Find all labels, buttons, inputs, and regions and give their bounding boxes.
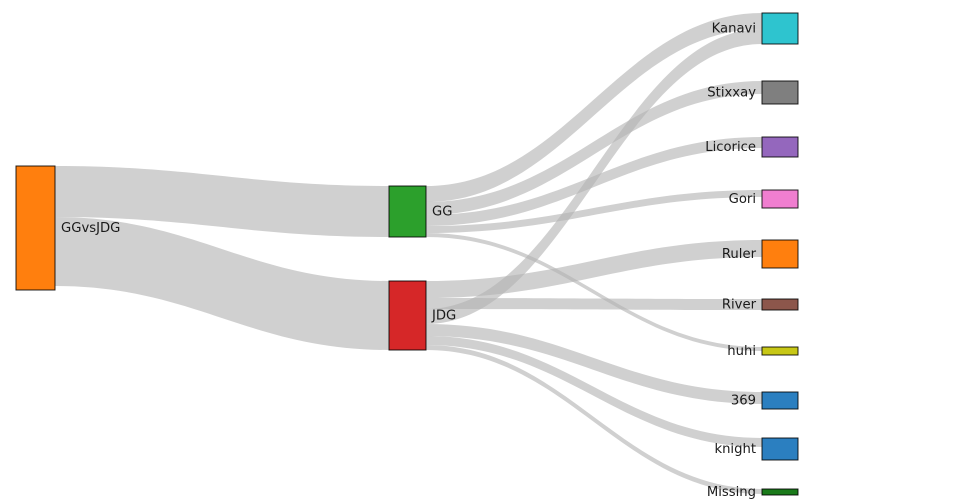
sankey-node-River[interactable] — [761, 298, 799, 311]
sankey-link-GG-to-huhi[interactable] — [426, 233, 762, 351]
sankey-link-JDG-to-369[interactable] — [426, 324, 762, 404]
sankey-links-group — [55, 13, 762, 494]
sankey-node-huhi[interactable] — [761, 346, 799, 356]
sankey-link-JDG-to-knight[interactable] — [426, 336, 762, 447]
sankey-node-Kanavi[interactable] — [761, 12, 799, 45]
sankey-link-GGvsJDG-to-GG[interactable] — [55, 166, 389, 237]
sankey-node-knight[interactable] — [761, 437, 799, 461]
sankey-node-label-Licorice: Licorice — [705, 140, 756, 155]
sankey-labels-group: GGvsJDG GG JDG KanaviStixxayLicoriceGoriRul… — [61, 22, 757, 500]
sankey-node-label-huhi: huhi — [727, 344, 756, 359]
sankey-node-label-369: 369 — [731, 394, 756, 409]
sankey-node-label-GG: GG — [432, 205, 452, 220]
sankey-node-GGvsJDG[interactable] — [15, 165, 56, 291]
sankey-link-GG-to-Kanavi[interactable] — [426, 13, 762, 202]
sankey-node-label-GGvsJDG: GGvsJDG — [61, 221, 120, 236]
sankey-node-Missing[interactable] — [761, 488, 799, 496]
sankey-node-label-Ruler: Ruler — [722, 247, 757, 262]
sankey-nodes-group — [15, 12, 799, 496]
sankey-node-label-Stixxay: Stixxay — [707, 86, 756, 101]
sankey-link-JDG-to-Kanavi[interactable] — [426, 29, 762, 324]
sankey-node-label-Gori: Gori — [729, 192, 756, 207]
sankey-node-Licorice[interactable] — [761, 136, 799, 158]
sankey-node-JDG[interactable] — [388, 280, 427, 351]
sankey-link-JDG-to-Missing[interactable] — [426, 345, 762, 494]
sankey-link-GG-to-Gori[interactable] — [426, 190, 762, 233]
sankey-node-369[interactable] — [761, 391, 799, 410]
sankey-link-GGvsJDG-to-JDG[interactable] — [55, 217, 389, 350]
sankey-node-GG[interactable] — [388, 185, 427, 238]
sankey-link-JDG-to-River[interactable] — [426, 298, 762, 310]
sankey-link-JDG-to-Ruler[interactable] — [426, 240, 762, 298]
sankey-node-Ruler[interactable] — [761, 239, 799, 269]
sankey-node-label-Kanavi: Kanavi — [712, 22, 756, 37]
sankey-node-label-River: River — [722, 298, 757, 313]
sankey-node-label-JDG: JDG — [431, 309, 456, 324]
sankey-node-label-knight: knight — [714, 442, 756, 457]
sankey-node-Gori[interactable] — [761, 189, 799, 209]
sankey-link-GG-to-Stixxay[interactable] — [426, 81, 762, 215]
sankey-node-label-Missing: Missing — [707, 485, 756, 500]
sankey-node-Stixxay[interactable] — [761, 80, 799, 105]
